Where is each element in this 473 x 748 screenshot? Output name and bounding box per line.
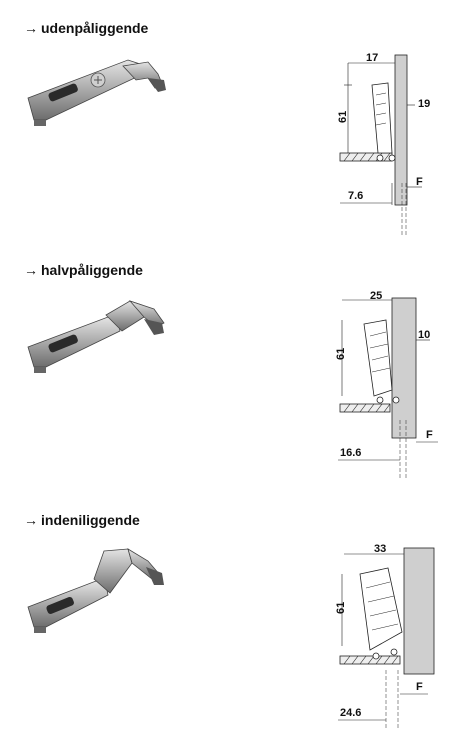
section-title: udenpåliggende <box>41 20 149 36</box>
dim-bottom: 24.6 <box>340 707 361 719</box>
dim-f: F <box>416 176 423 188</box>
hinge-image <box>27 59 166 126</box>
dim-side: 10 <box>418 329 430 341</box>
section-indeniliggende: →indeniliggende 33 61 24.6 <box>0 500 473 748</box>
dim-height: 61 <box>335 348 347 360</box>
dim-f: F <box>416 681 423 693</box>
technical-drawing: 33 61 24.6 F <box>335 543 435 730</box>
technical-drawing: 17 19 61 7.6 F <box>337 52 430 235</box>
section-title: indeniliggende <box>41 512 140 528</box>
technical-drawing: 25 10 61 16.6 F <box>335 290 438 480</box>
section-heading: →indeniliggende <box>24 512 140 528</box>
dim-top: 25 <box>370 290 382 302</box>
hinge-image <box>27 300 165 373</box>
dim-height: 61 <box>335 602 347 614</box>
section-udenpaliggende: →udenpåliggende <box>0 0 473 250</box>
arrow-icon: → <box>24 20 38 36</box>
section-halvpaliggende: →halvpåliggende 25 10 <box>0 250 473 500</box>
section-heading: →halvpåliggende <box>24 262 143 278</box>
dim-side: 19 <box>418 98 430 110</box>
dim-bottom: 7.6 <box>348 190 363 202</box>
section-heading: →udenpåliggende <box>24 20 148 36</box>
dim-bottom: 16.6 <box>340 447 361 459</box>
hinge-image <box>27 548 164 633</box>
dim-top: 33 <box>374 543 386 555</box>
section-title: halvpåliggende <box>41 262 143 278</box>
arrow-icon: → <box>24 262 38 278</box>
dim-f: F <box>426 429 433 441</box>
dim-height: 61 <box>337 111 349 123</box>
dim-top: 17 <box>366 52 378 64</box>
arrow-icon: → <box>24 512 38 528</box>
